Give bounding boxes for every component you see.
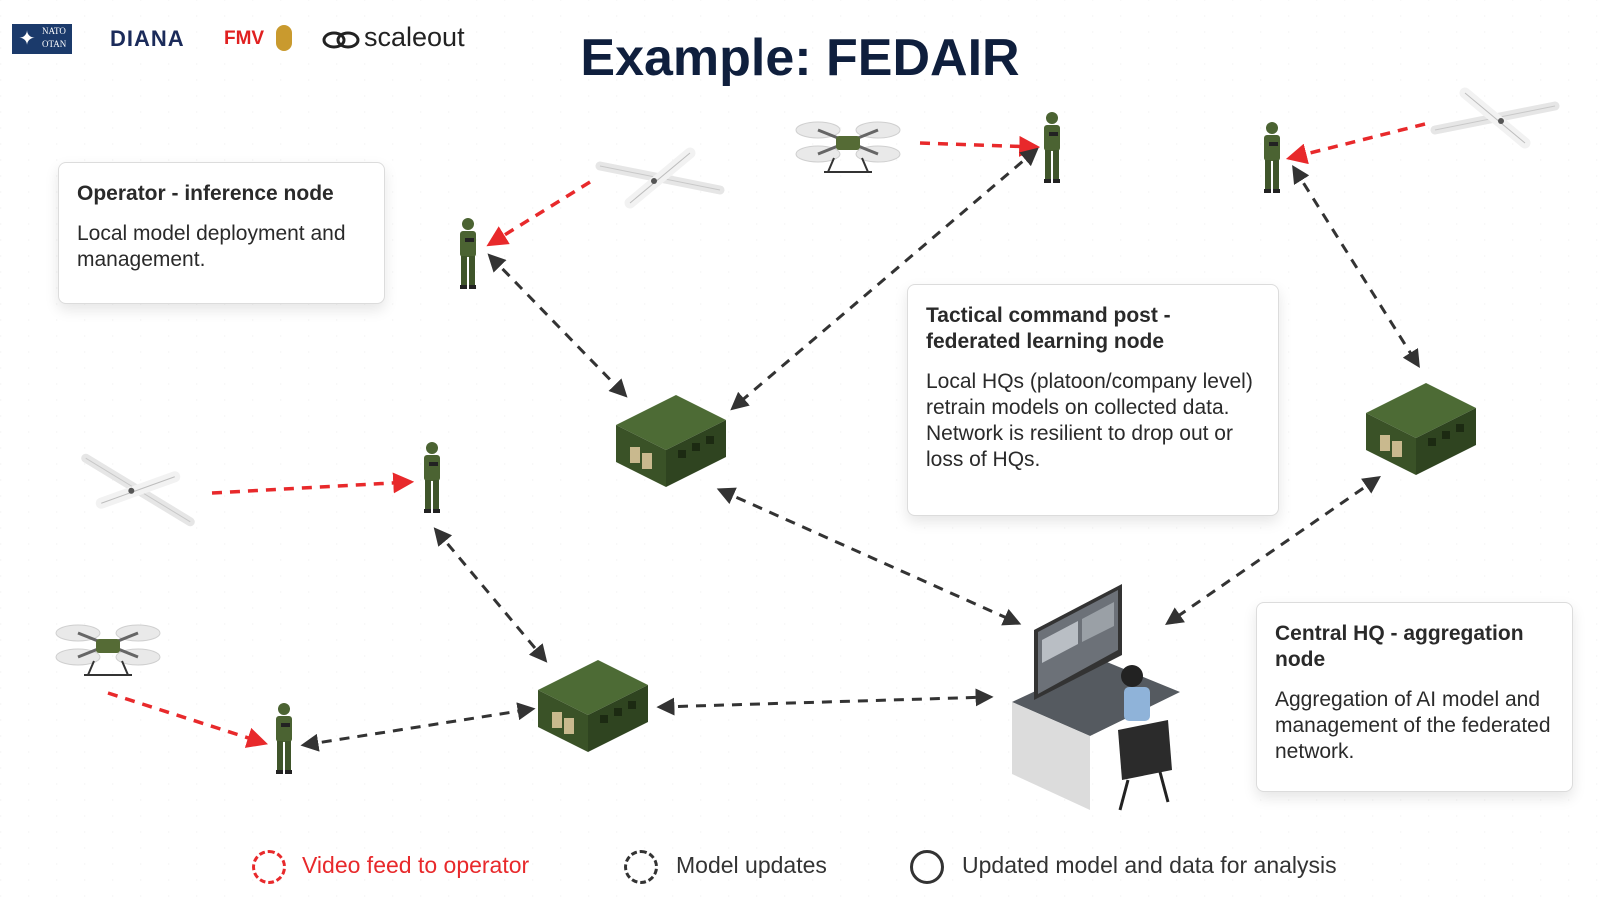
- nato-star-icon: ✦: [18, 28, 36, 50]
- soldier-icon: [460, 218, 476, 289]
- model-update-arrow: [656, 688, 994, 716]
- diana-logo: DIANA: [110, 26, 185, 51]
- model-update-arrow: [433, 527, 548, 663]
- tactical-callout: Tactical command post - federated learni…: [907, 284, 1279, 516]
- model-update-arrows: [300, 147, 1420, 752]
- video-feed-arrow: [211, 472, 415, 495]
- fmv-logo: FMV: [224, 28, 265, 49]
- operator-callout-body: Local model deployment and management.: [77, 222, 346, 271]
- tactical-callout-heading: Tactical command post - federated learni…: [926, 304, 1171, 353]
- model-updates-legend-label: Model updates: [676, 852, 827, 878]
- video-feed-legend-label: Video feed to operator: [302, 852, 530, 878]
- drone-icon: [73, 446, 203, 534]
- legend-updated-model: Updated model and data for analysis: [908, 848, 1368, 888]
- model-update-arrow: [487, 253, 628, 398]
- video-feed-legend-icon: [252, 850, 286, 884]
- updated-model-legend-icon: [910, 850, 944, 884]
- tactical-callout-body: Local HQs (platoon/company level) retrai…: [926, 370, 1253, 471]
- soldier-icon: [1044, 112, 1060, 183]
- video-feed-arrow: [919, 135, 1041, 157]
- model-updates-legend-icon: [624, 850, 658, 884]
- central-callout-body: Aggregation of AI model and management o…: [1275, 688, 1551, 763]
- video-feed-arrow: [107, 691, 268, 748]
- video-feed-arrows: [107, 122, 1426, 748]
- operator-callout-heading: Operator - inference node: [77, 182, 334, 205]
- model-update-arrow: [730, 147, 1039, 411]
- workstation-icon: [1012, 584, 1180, 811]
- model-update-arrow: [300, 702, 536, 752]
- quadcopter-icon: [794, 120, 902, 174]
- page-title: Example: FEDAIR: [580, 29, 1020, 87]
- soldier-icon: [424, 442, 440, 513]
- legend-video-feed: Video feed to operator: [250, 848, 550, 888]
- drone-icon: [600, 153, 720, 203]
- drone-icon: [1435, 93, 1555, 143]
- model-update-arrow: [1165, 475, 1381, 626]
- updated-model-legend-label: Updated model and data for analysis: [962, 852, 1337, 878]
- soldier-icon: [276, 703, 292, 774]
- shelter-icon: [538, 660, 648, 752]
- fmv-seal-icon: [276, 25, 292, 51]
- scaleout-icon: [322, 31, 360, 49]
- video-feed-arrow: [486, 180, 591, 247]
- soldier-icon: [1264, 122, 1280, 193]
- central-callout: Central HQ - aggregation node Aggregatio…: [1256, 602, 1573, 792]
- nato-logo-text-1: NATO: [42, 26, 66, 36]
- model-update-arrow: [1292, 164, 1420, 369]
- scaleout-logo: scaleout: [364, 22, 465, 52]
- shelter-icon: [1366, 383, 1476, 475]
- model-update-arrow: [716, 487, 1022, 626]
- quadcopter-icon: [54, 623, 162, 677]
- legend-model-updates: Model updates: [622, 848, 852, 888]
- video-feed-arrow: [1285, 122, 1426, 165]
- nato-logo-text-2: OTAN: [42, 39, 67, 49]
- central-callout-heading: Central HQ - aggregation node: [1275, 622, 1524, 671]
- operator-callout: Operator - inference node Local model de…: [58, 162, 385, 304]
- shelter-icon: [616, 395, 726, 487]
- nato-logo: ✦ NATO OTAN: [12, 24, 72, 54]
